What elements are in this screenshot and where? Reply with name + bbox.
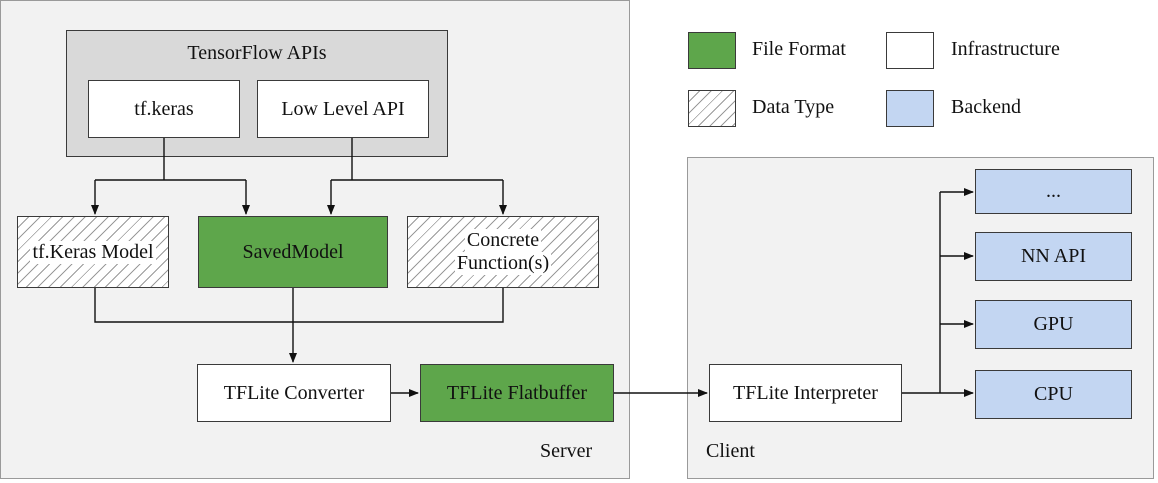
low-level-api-box: Low Level API [257,80,429,138]
legend-file-format-label: File Format [752,38,846,60]
legend-infrastructure-label: Infrastructure [951,38,1060,60]
saved-model-box: SavedModel [198,216,388,288]
concrete-function-box: Concrete Function(s) [407,216,599,288]
tflite-interpreter-box: TFLite Interpreter [709,364,902,422]
client-label: Client [706,440,755,462]
concrete-function-line1: Concrete [464,229,542,252]
legend-infrastructure-swatch [886,32,934,69]
server-label: Server [540,440,593,462]
keras-model-label: tf.Keras Model [30,240,156,264]
tflite-converter-box: TFLite Converter [197,364,391,422]
legend-backend-label: Backend [951,96,1021,118]
legend-data-type-swatch [688,90,736,127]
legend-file-format-swatch [688,32,736,69]
backend-cpu-box: CPU [975,370,1132,419]
keras-model-box: tf.Keras Model [17,216,169,288]
tf-keras-box: tf.keras [88,80,240,138]
tensorflow-apis-title: TensorFlow APIs [187,42,327,64]
backend-gpu-box: GPU [975,300,1132,349]
legend-data-type-label: Data Type [752,96,835,118]
concrete-function-line2: Function(s) [454,252,552,275]
backend-other-box: ... [975,169,1132,214]
tflite-flatbuffer-box: TFLite Flatbuffer [420,364,614,422]
legend-backend-swatch [886,90,934,127]
backend-nnapi-box: NN API [975,232,1132,281]
